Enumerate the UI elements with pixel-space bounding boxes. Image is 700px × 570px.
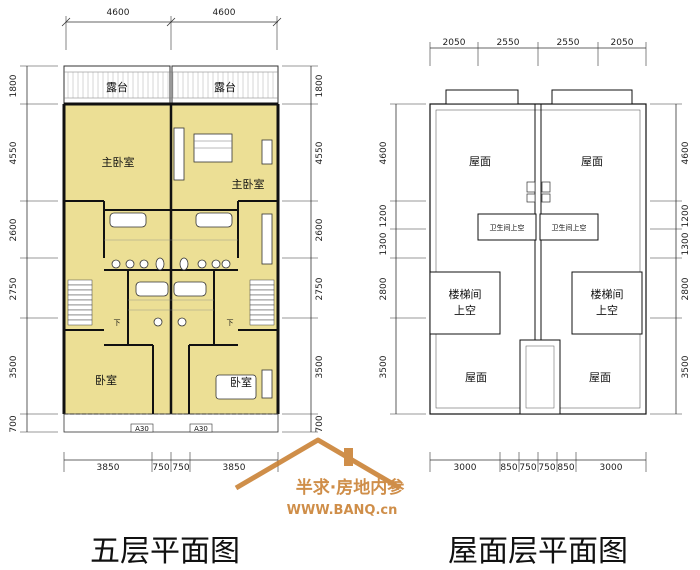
roof-side-dim-2: 1200 (379, 204, 389, 227)
roof-top-dim-4: 2050 (611, 38, 634, 48)
roof-bottom-dim-4: 750 (538, 463, 555, 473)
bedroom-right-label: 卧室 (230, 375, 252, 389)
master-bedroom-left-label: 主卧室 (102, 155, 135, 169)
stair-tread (67, 279, 93, 286)
f5-side-dim-5: 3500 (9, 355, 19, 378)
roof-side-dim-r2: 1200 (681, 204, 691, 227)
roof-bottom-dim-3: 750 (519, 463, 536, 473)
stair-tread (67, 314, 93, 321)
f5-side-dim-r6: 700 (315, 415, 325, 432)
stair-tread (249, 314, 275, 321)
window-tag-left: A30 (135, 425, 149, 433)
fifth-floor-plan: 4600 4600 1800 4550 2600 2750 3500 700 1… (9, 8, 325, 473)
stair-tread (249, 294, 275, 301)
roof-plan-title: 屋面层平面图 (448, 534, 628, 569)
roof-plan: 2050 2550 2550 2050 4600 1200 1300 2800 … (379, 38, 691, 473)
f5-side-dim-4: 2750 (9, 277, 19, 300)
stair-tread (249, 319, 275, 326)
stair-tread (67, 289, 93, 296)
f5-bottom-dim-2: 750 (152, 463, 169, 473)
f5-side-dim-r2: 4550 (315, 141, 325, 164)
roof-side-dim-r4: 2800 (681, 277, 691, 300)
f5-top-dim-2: 4600 (213, 8, 236, 18)
house-roof-icon (234, 437, 402, 491)
terrace-right-label: 露台 (214, 80, 236, 94)
stair-tread (249, 309, 275, 316)
stair-down-left-label: 下 (114, 319, 121, 327)
stair-tread (249, 279, 275, 286)
wc-void-left-label: 卫生间上空 (490, 223, 525, 232)
f5-side-dim-r5: 3500 (315, 355, 325, 378)
f5-side-dim-r1: 1800 (315, 74, 325, 97)
f5-side-dim-r4: 2750 (315, 277, 325, 300)
fifth-floor-title: 五层平面图 (90, 534, 240, 569)
f5-side-dim-2: 4550 (9, 141, 19, 164)
terrace-left (63, 65, 171, 105)
roof-side-dim-3: 1300 (379, 232, 389, 255)
stair-void-left-label-1: 楼梯间 (449, 287, 482, 301)
stair-void-right-label-1: 楼梯间 (591, 287, 624, 301)
roof-bottom-dim-2: 850 (500, 463, 517, 473)
stair-tread (249, 284, 275, 291)
roof-bottom-left-label: 屋面 (465, 371, 487, 384)
f5-bottom-dim-3: 750 (172, 463, 189, 473)
roof-top-dim-3: 2550 (557, 38, 580, 48)
roof-side-dim-4: 2800 (379, 277, 389, 300)
roof-bottom-dim-1: 3000 (454, 463, 477, 473)
stair-void-left-label-2: 上空 (454, 303, 476, 317)
roof-side-dim-r5: 3500 (681, 355, 691, 378)
window-tag-right: A30 (194, 425, 208, 433)
roof-bottom-dim-5: 850 (557, 463, 574, 473)
watermark: 半求·房地内参 WWW.BANQ.cn (234, 437, 404, 518)
roof-top-dim-2: 2550 (497, 38, 520, 48)
roof-side-dim-5: 3500 (379, 355, 389, 378)
f5-bottom-dim-4: 3850 (223, 463, 246, 473)
watermark-line1: 半求·房地内参 (296, 477, 404, 498)
f5-bottom-dim-1: 3850 (97, 463, 120, 473)
stair-tread (67, 309, 93, 316)
roof-top-right-label: 屋面 (581, 155, 603, 168)
terrace-left-label: 露台 (106, 80, 128, 94)
roof-side-dim-r1: 4600 (681, 141, 691, 164)
master-bedroom-right-label: 主卧室 (232, 177, 265, 191)
stair-tread (249, 289, 275, 296)
f5-top-dim-1: 4600 (107, 8, 130, 18)
roof-side-dim-r3: 1300 (681, 232, 691, 255)
roof-top-left-label: 屋面 (469, 155, 491, 168)
stair-void-right-label-2: 上空 (596, 303, 618, 317)
wc-void-right-label: 卫生间上空 (552, 223, 587, 232)
f5-side-dim-6: 700 (9, 415, 19, 432)
f5-side-dim-r3: 2600 (315, 218, 325, 241)
stair-tread (67, 299, 93, 306)
watermark-line2: WWW.BANQ.cn (287, 503, 398, 518)
f5-side-dim-3: 2600 (9, 218, 19, 241)
f5-side-dim-1: 1800 (9, 74, 19, 97)
roof-top-dim-1: 2050 (443, 38, 466, 48)
stair-tread (67, 319, 93, 326)
roof-bottom-dim-6: 3000 (600, 463, 623, 473)
stair-tread (249, 299, 275, 306)
stair-tread (67, 304, 93, 311)
stair-tread (67, 294, 93, 301)
stair-tread (249, 304, 275, 311)
roof-bottom-right-label: 屋面 (589, 371, 611, 384)
stair-down-right-label: 下 (227, 319, 234, 327)
bedroom-left-label: 卧室 (95, 373, 117, 387)
roof-side-dim-1: 4600 (379, 141, 389, 164)
stair-tread (67, 284, 93, 291)
terrace-right (171, 65, 279, 105)
